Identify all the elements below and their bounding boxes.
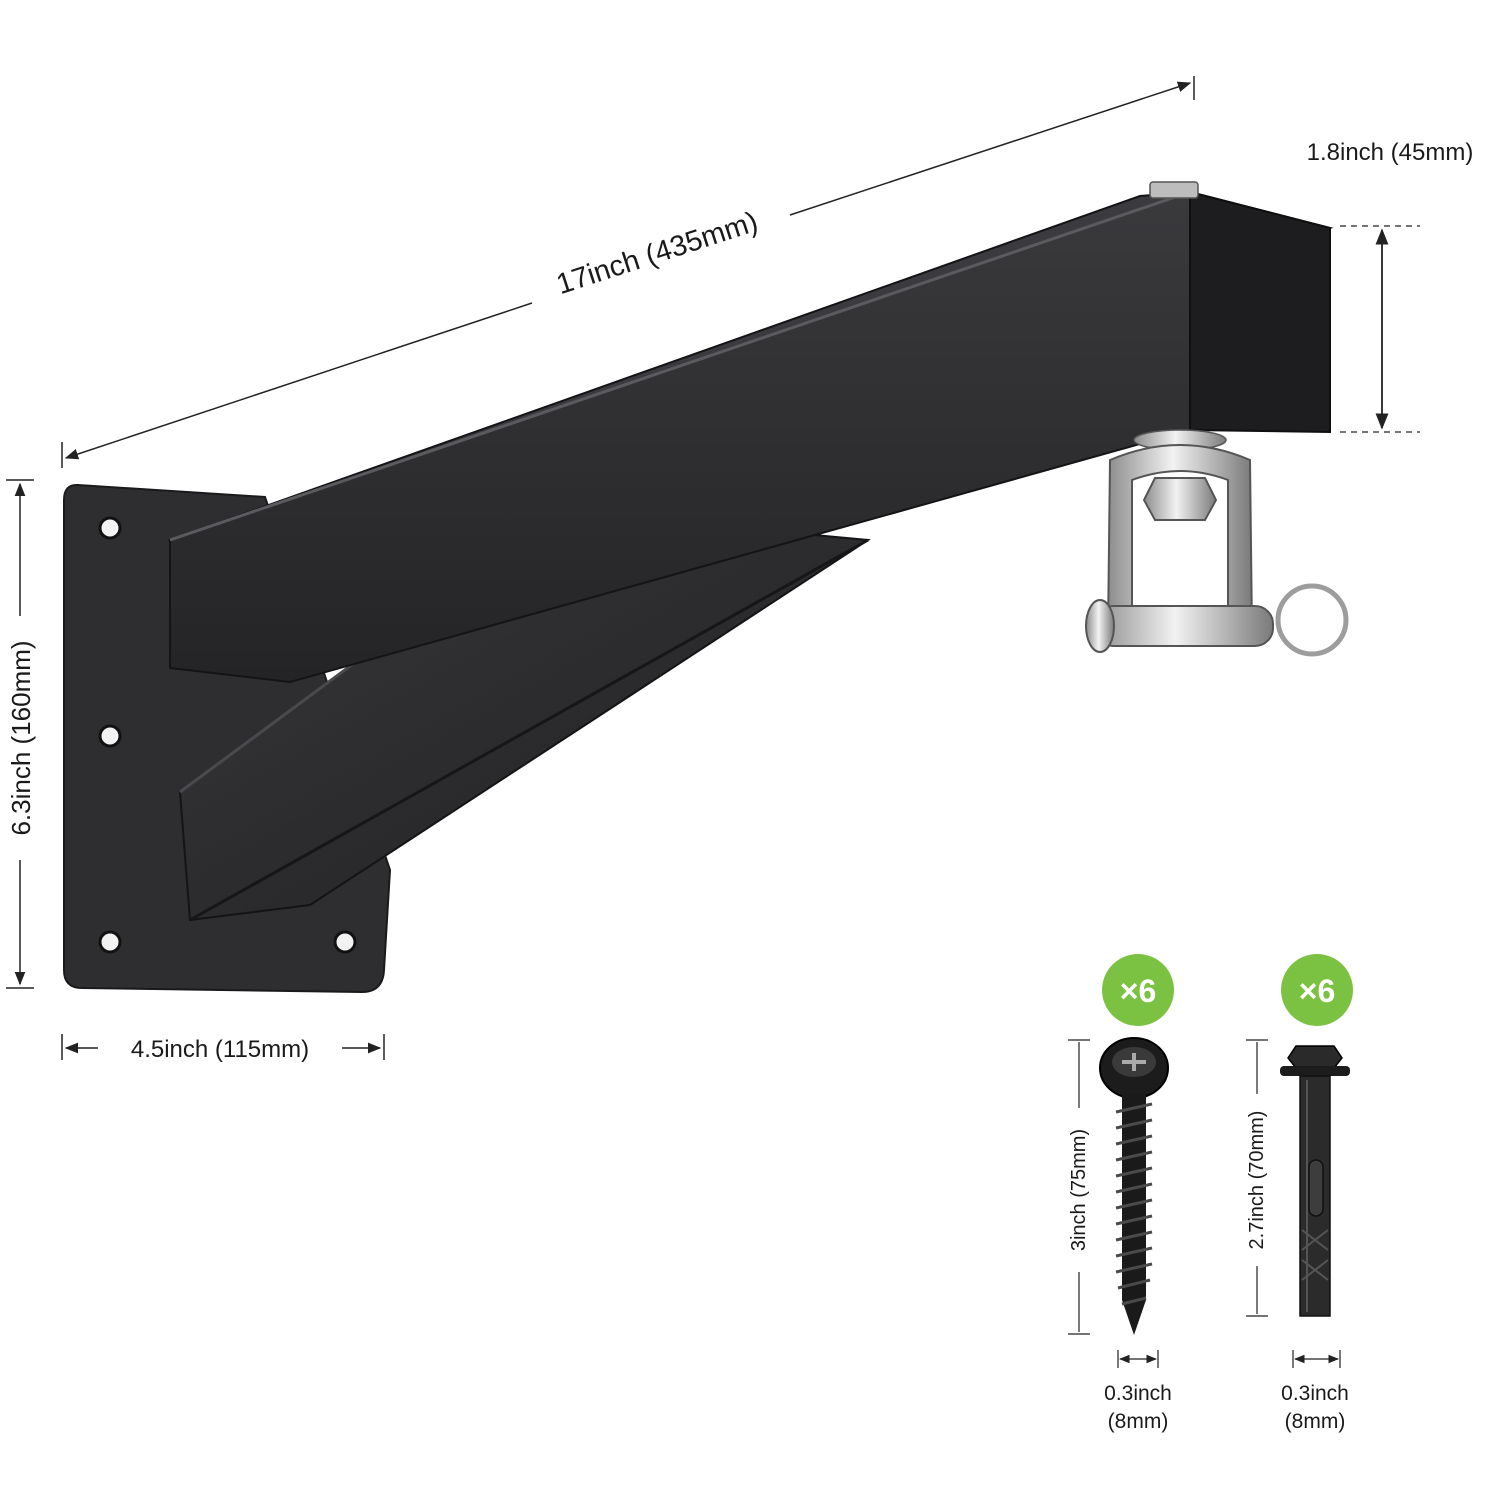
bolt-length-label: 2.7inch (70mm) [1246,1111,1268,1250]
plate-height-label: 6.3inch (160mm) [6,640,36,835]
quantity-label: ×6 [1299,973,1335,1009]
plate-width-dimension: 4.5inch (115mm) [61,1034,385,1063]
quantity-label: ×6 [1120,973,1156,1009]
swivel-hook [1085,429,1349,657]
expansion-bolt: ×6 2.7inch (70mm) 0.3inch (8mm) [1246,954,1353,1433]
screw-diameter-in: 0.3inch [1104,1382,1172,1405]
bolt-diameter-mm: (8mm) [1285,1410,1346,1433]
bolt-diameter-in: 0.3inch [1281,1382,1349,1405]
plate-width-label: 4.5inch (115mm) [131,1036,309,1063]
quantity-badge [1281,954,1353,1026]
top-bolt-icon [1149,181,1199,199]
plate-hole-icon [333,930,357,954]
wall-bracket [63,181,1334,994]
screw-diameter-mm: (8mm) [1108,1410,1169,1433]
length-label: 17inch (435mm) [553,206,762,301]
tube-height-label: 1.8inch (45mm) [1307,139,1474,166]
screw-length-label: 3inch (75mm) [1068,1129,1090,1251]
tube-height-dimension: 1.8inch (45mm) [1307,139,1474,433]
plate-hole-icon [98,724,122,748]
quantity-badge [1102,954,1174,1026]
wood-screw: ×6 3inch (75mm) 0.3inch (8mm) [1068,954,1174,1433]
main-arm-end [1189,190,1331,434]
plate-hole-icon [98,930,122,954]
plate-height-dimension: 6.3inch (160mm) [6,479,36,989]
bolt-head-icon [1287,1045,1343,1069]
plate-hole-icon [98,516,122,540]
